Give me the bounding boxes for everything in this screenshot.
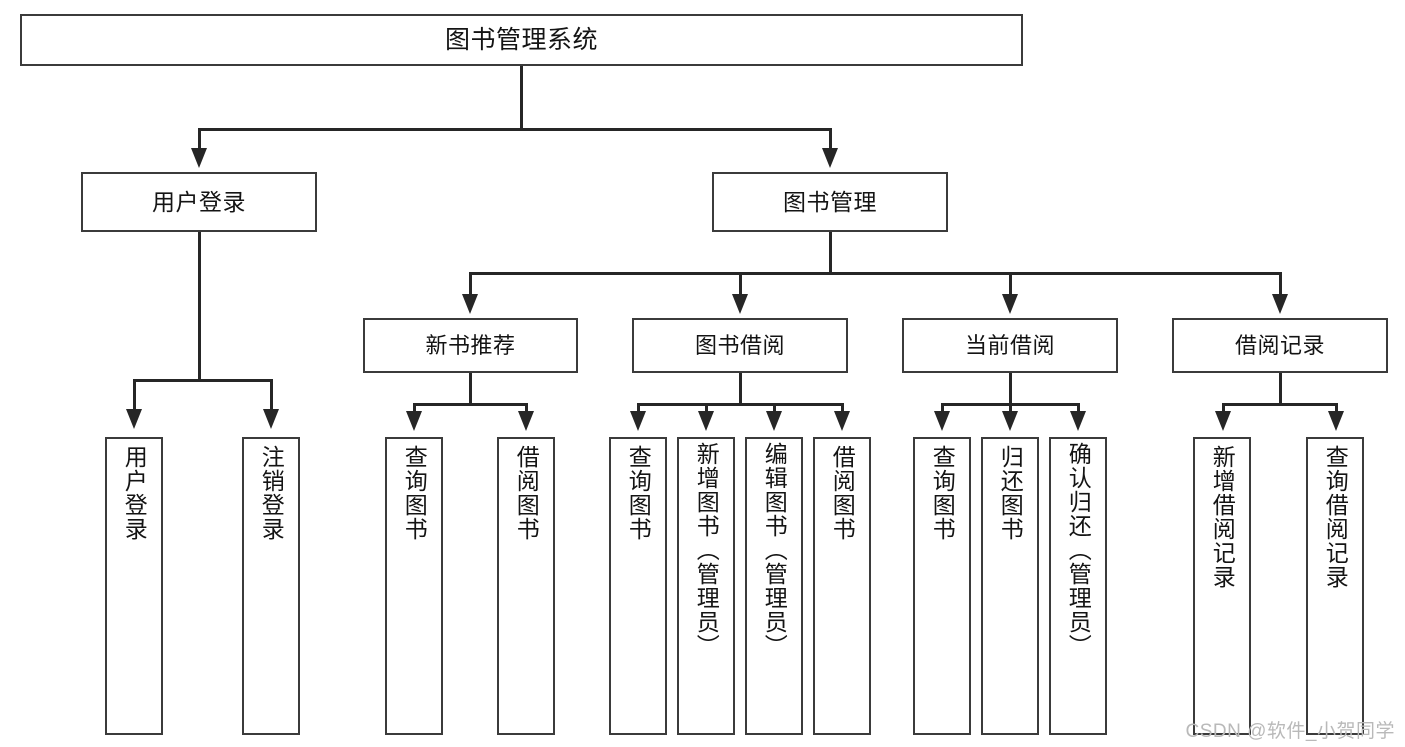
node-current-borrow[interactable]: 当前借阅	[902, 318, 1118, 373]
connector-level3-bus	[469, 272, 1281, 275]
arrow-leaf-return-book	[1002, 411, 1018, 431]
node-root-system[interactable]: 图书管理系统	[20, 14, 1023, 66]
leaf-query-book-borrow[interactable]: 查询图书	[609, 437, 667, 735]
connector-borrow-record-leaf1	[1222, 403, 1225, 413]
connector-new-book-stem	[469, 373, 472, 405]
node-label: 图书管理	[783, 188, 877, 215]
connector-borrow-record-bus	[1222, 403, 1337, 406]
arrow-leaf-borrow-book-2	[834, 411, 850, 431]
arrow-leaf-query-book-3	[934, 411, 950, 431]
connector-borrow-record-leaf2	[1335, 403, 1338, 413]
connector-new-book-leaf1	[413, 403, 416, 413]
arrow-leaf-borrow-book-1	[518, 411, 534, 431]
connector-book-borrow-bus	[637, 403, 841, 406]
arrow-leaf-edit-book	[766, 411, 782, 431]
connector-current-borrow-leaf3	[1077, 403, 1080, 413]
arrow-to-user-login	[191, 148, 207, 168]
arrow-leaf-logout	[263, 409, 279, 429]
arrow-to-new-book-recommend	[462, 294, 478, 314]
connector-to-book-borrow	[739, 272, 742, 296]
connector-root-bus	[198, 128, 832, 131]
connector-to-current-borrow	[1009, 272, 1012, 296]
node-label: 新增图书（管理员）	[693, 442, 720, 658]
node-book-borrow[interactable]: 图书借阅	[632, 318, 848, 373]
arrow-to-borrow-record	[1272, 294, 1288, 314]
leaf-edit-book-admin[interactable]: 编辑图书（管理员）	[745, 437, 803, 735]
connector-new-book-bus	[413, 403, 527, 406]
watermark-text: CSDN @软件_小贺同学	[1185, 721, 1395, 742]
node-label: 编辑图书（管理员）	[761, 442, 788, 658]
arrow-leaf-query-record	[1328, 411, 1344, 431]
node-label: 查询图书	[929, 445, 956, 541]
leaf-user-login[interactable]: 用户登录	[105, 437, 163, 735]
node-label: 用户登录	[152, 188, 246, 215]
connector-root-to-user-login	[198, 128, 201, 150]
arrow-leaf-query-book-1	[406, 411, 422, 431]
connector-book-borrow-leaf4	[841, 403, 844, 413]
connector-root-to-book-mgmt	[829, 128, 832, 150]
connector-book-borrow-leaf2	[705, 403, 708, 413]
connector-borrow-record-stem	[1279, 373, 1282, 405]
arrow-leaf-confirm-return	[1070, 411, 1086, 431]
node-label: 借阅图书	[829, 445, 856, 541]
node-label: 查询图书	[625, 445, 652, 541]
connector-current-borrow-leaf1	[941, 403, 944, 413]
node-label: 图书管理系统	[444, 25, 598, 54]
connector-book-borrow-stem	[739, 373, 742, 405]
node-borrow-record[interactable]: 借阅记录	[1172, 318, 1388, 373]
node-new-book-recommend[interactable]: 新书推荐	[363, 318, 578, 373]
leaf-logout[interactable]: 注销登录	[242, 437, 300, 735]
node-label: 确认归还（管理员）	[1065, 442, 1092, 658]
leaf-query-book-newbook[interactable]: 查询图书	[385, 437, 443, 735]
connector-to-new-book	[469, 272, 472, 296]
leaf-query-book-current[interactable]: 查询图书	[913, 437, 971, 735]
arrow-leaf-add-record	[1215, 411, 1231, 431]
leaf-add-book-admin[interactable]: 新增图书（管理员）	[677, 437, 735, 735]
node-label: 注销登录	[258, 445, 285, 541]
connector-user-login-leaf1	[133, 379, 136, 411]
node-label: 借阅记录	[1234, 332, 1325, 358]
node-label: 借阅图书	[513, 445, 540, 541]
connector-current-borrow-leaf2	[1009, 403, 1012, 413]
node-user-login[interactable]: 用户登录	[81, 172, 317, 232]
connector-to-borrow-record	[1279, 272, 1282, 296]
arrow-leaf-query-book-2	[630, 411, 646, 431]
arrow-to-current-borrow	[1002, 294, 1018, 314]
connector-user-login-leaf2	[270, 379, 273, 411]
node-label: 当前借阅	[964, 332, 1055, 358]
connector-book-mgmt-stem	[829, 232, 832, 274]
arrow-to-book-mgmt	[822, 148, 838, 168]
leaf-return-book[interactable]: 归还图书	[981, 437, 1039, 735]
leaf-add-borrow-record[interactable]: 新增借阅记录	[1193, 437, 1251, 735]
leaf-query-borrow-record[interactable]: 查询借阅记录	[1306, 437, 1364, 735]
connector-root-stem	[520, 66, 523, 130]
connector-user-login-stem	[198, 232, 201, 381]
leaf-confirm-return-admin[interactable]: 确认归还（管理员）	[1049, 437, 1107, 735]
leaf-borrow-book-newbook[interactable]: 借阅图书	[497, 437, 555, 735]
node-label: 用户登录	[121, 445, 148, 541]
node-label: 新书推荐	[425, 332, 516, 358]
node-label: 查询借阅记录	[1322, 445, 1349, 589]
connector-book-borrow-leaf1	[637, 403, 640, 413]
connector-current-borrow-stem	[1009, 373, 1012, 405]
node-label: 图书借阅	[694, 332, 785, 358]
node-label: 查询图书	[401, 445, 428, 541]
arrow-leaf-add-book	[698, 411, 714, 431]
connector-user-login-bus	[133, 379, 272, 382]
connector-new-book-leaf2	[525, 403, 528, 413]
node-label: 新增借阅记录	[1209, 445, 1236, 589]
connector-book-borrow-leaf3	[773, 403, 776, 413]
node-label: 归还图书	[997, 445, 1024, 541]
node-book-management[interactable]: 图书管理	[712, 172, 948, 232]
arrow-to-book-borrow	[732, 294, 748, 314]
arrow-leaf-user-login	[126, 409, 142, 429]
leaf-borrow-book-borrow[interactable]: 借阅图书	[813, 437, 871, 735]
